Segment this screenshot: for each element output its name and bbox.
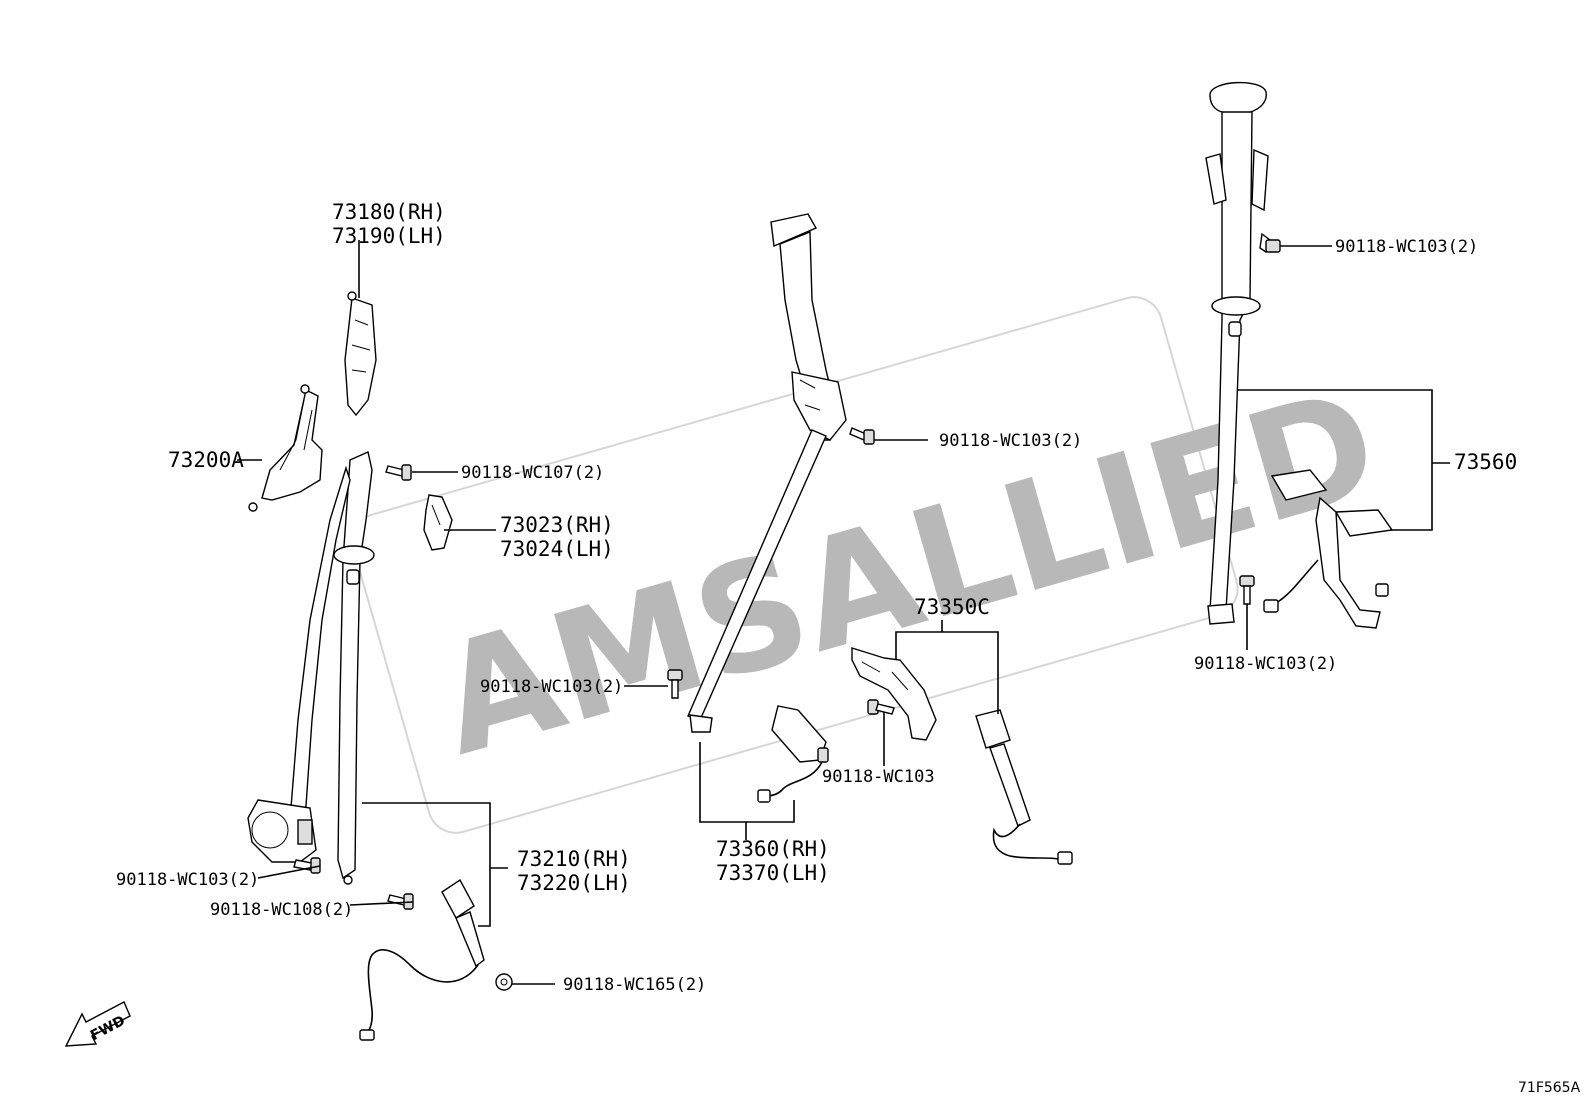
label-73024: 73024(LH) (500, 537, 614, 561)
label-wc103-right-bottom: 90118-WC103(2) (1194, 654, 1337, 674)
label-73350C: 73350C (914, 595, 990, 619)
bolt-wc103-center-top (849, 427, 875, 445)
center-bracket-73350C (851, 647, 937, 741)
bolt-wc107 (385, 464, 412, 481)
bolt-wc103-right-bottom (1239, 575, 1255, 605)
label-73220: 73220(LH) (517, 871, 631, 895)
label-73023: 73023(RH) (500, 513, 614, 537)
label-73360: 73360(RH) (716, 837, 830, 861)
watermark-text: AMSALLIED (421, 357, 1395, 790)
fwd-arrow-icon: FWD (64, 1001, 131, 1047)
label-wc103-mid: 90118-WC103(2) (480, 677, 623, 697)
left-seat-belt-strap (289, 451, 375, 885)
leader-lines-left (237, 240, 555, 985)
bolt-wc103-center-single (867, 699, 895, 715)
center-seat-belt (687, 213, 847, 733)
bolt-wc103-right-top (1259, 232, 1281, 254)
part-labels: 73180(RH) 73190(LH) 73200A 90118-WC107(2… (116, 200, 1517, 995)
label-73370: 73370(LH) (716, 861, 830, 885)
label-wc103-right-top: 90118-WC103(2) (1335, 237, 1478, 257)
belt-guide-73023 (423, 494, 453, 551)
label-73190: 73190(LH) (332, 224, 446, 248)
right-buckle-73560 (1263, 469, 1394, 629)
center-buckle (975, 709, 1073, 865)
label-wc165: 90118-WC165(2) (563, 975, 706, 995)
label-73560: 73560 (1454, 450, 1517, 474)
label-73210: 73210(RH) (517, 847, 631, 871)
left-retractor (247, 799, 317, 863)
anchor-bracket-73180 (344, 291, 377, 417)
label-wc108: 90118-WC108(2) (210, 900, 353, 920)
right-seat-belt (1205, 81, 1269, 625)
nut-wc165 (495, 973, 513, 991)
buckle-sensor-73360 (757, 705, 829, 803)
bolt-wc103-left (293, 857, 321, 874)
label-73200A: 73200A (168, 448, 244, 472)
label-wc103-left: 90118-WC103(2) (116, 870, 259, 890)
leader-lines-center (624, 439, 999, 840)
shoulder-adjuster-73200A (248, 384, 323, 512)
bolt-wc103-center-mid (667, 669, 683, 699)
label-73180: 73180(RH) (332, 200, 446, 224)
left-buckle-73210 (359, 878, 485, 1041)
label-wc107: 90118-WC107(2) (461, 463, 604, 483)
leader-lines-right (1238, 245, 1450, 650)
label-wc103-single: 90118-WC103 (822, 767, 935, 787)
diagram-code: 71F565A (1518, 1080, 1581, 1096)
label-wc103-center-top: 90118-WC103(2) (939, 431, 1082, 451)
